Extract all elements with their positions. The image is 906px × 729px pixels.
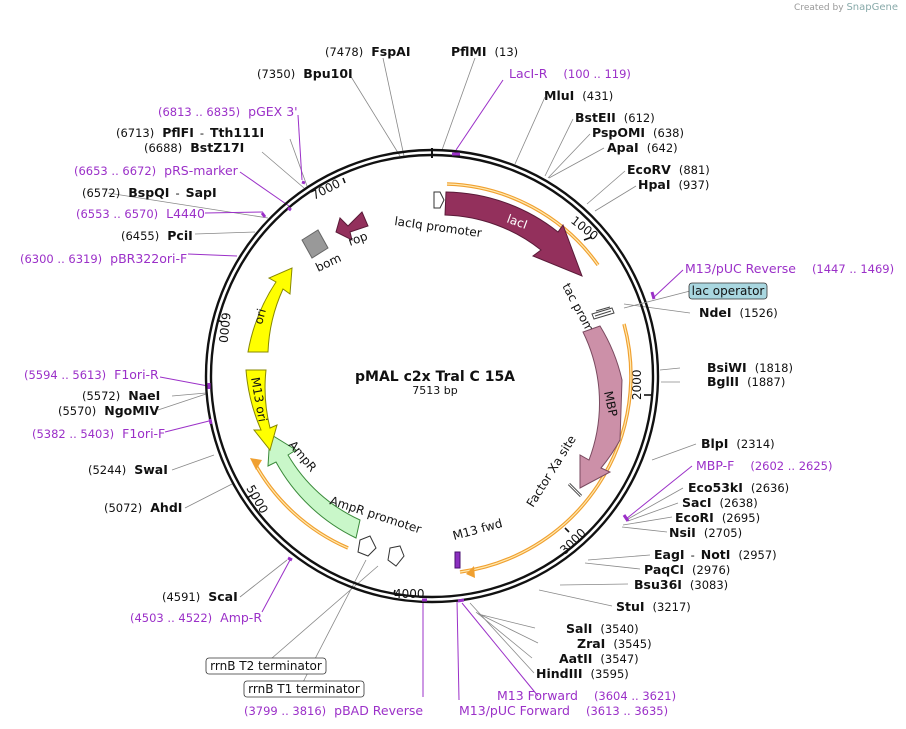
site-NsiI: NsiI(2705) [669,525,742,540]
ori-label: ori [251,307,269,326]
site-EcoRV: EcoRV(881) [627,162,710,177]
site-ApaI: ApaI(642) [607,140,678,155]
site-SalI: SalI(3540) [566,621,639,636]
primer-F1ori-F: (5382 .. 5403)F1ori-F [32,426,165,441]
site-EcoRI: EcoRI(2695) [675,510,760,525]
primer-LacI-R: LacI-R(100 .. 119) [509,66,631,81]
tac-promoter-mark [591,306,615,320]
site-BlpI: BlpI(2314) [701,436,775,451]
factor-xa-label: Factor Xa site [524,433,579,510]
primer-pBAD-Reverse: (3799 .. 3816)pBAD Reverse [244,703,423,718]
M13-ori-arrow [245,369,278,452]
site-StuI: StuI(3217) [616,599,691,614]
MBP-orf-arrowhead [466,566,475,578]
primer-F1ori-R: (5594 .. 5613)F1ori-R [24,367,159,382]
AmpR-promoter-2 [387,545,405,567]
rrnB-T2-label: rrnB T2 terminator [210,659,322,673]
tick-2000: 2000 [630,369,644,400]
site-NdeI: NdeI(1526) [699,305,778,320]
site-FspAI: (7478)FspAI [325,44,411,59]
M13-fwd-mark [454,551,461,569]
ori-arrow [247,267,293,353]
brand-credit: Created by SnapGene [794,2,898,13]
plasmid-size: 7513 bp [412,384,457,397]
site-BspQI: (6572)BspQI-SapI [82,185,217,200]
primer-M13-pUC-Forward: M13/pUC Forward(3613 .. 3635) [459,703,668,718]
site-AatII: AatII(3547) [559,651,639,666]
MBP-arrow [579,325,623,489]
scale-ticks [216,177,651,595]
lacIq-promoter-label: lacIq promoter [394,214,483,240]
leader-lines [107,57,697,689]
site-Eco53kI: Eco53kI(2636) [688,480,789,495]
lacIq-promoter [433,191,445,209]
tick-6000: 6000 [216,312,233,344]
rrnB-T1-box: rrnB T1 terminator [243,680,365,698]
MBP-label: MBP [601,390,620,418]
primer-M13-pUC-Reverse: M13/pUC Reverse(1447 .. 1469) [685,261,894,276]
AmpR-orf-arrowhead [250,458,262,470]
bom-box [301,229,329,259]
primer-marks [207,152,656,603]
lacI-arrow [444,191,583,277]
primer-pRS-marker: (6653 .. 6672)pRS-marker [74,163,239,178]
primer-MBP-F: MBP-F(2602 .. 2625) [696,458,832,473]
site-BstEII: BstEII(612) [575,110,655,125]
site-PflMI: PflMI(13) [451,44,518,59]
site-PciI: (6455)PciI [121,228,193,243]
rop-label: rop [346,229,369,249]
plasmid-name: pMAL c2x Tral C 15A [355,369,515,385]
site-PspOMI: PspOMI(638) [592,125,684,140]
site-HindIII: HindIII(3595) [536,666,629,681]
site-SacI: SacI(2638) [682,495,758,510]
primer-M13-Forward: M13 Forward(3604 .. 3621) [497,688,676,703]
primer-leader-lines [159,79,693,701]
tick-4000: 4000 [394,587,425,601]
lac-operator-box: lac operator [623,282,768,309]
rrnB-T2-box: rrnB T2 terminator [205,657,327,675]
site-ScaI: (4591)ScaI [162,589,238,604]
rrnB-T1-label: rrnB T1 terminator [248,682,360,696]
site-SwaI: (5244)SwaI [88,462,168,477]
site-MluI: MluI(431) [544,88,613,103]
primer-Amp-R: (4503 .. 4522)Amp-R [130,610,262,625]
site-HpaI: HpaI(937) [638,177,709,192]
lac-operator-label: lac operator [692,284,765,298]
site-NaeI: (5572)NaeI [82,388,160,403]
AmpR-arrow [267,433,361,539]
site-BsiWI: BsiWI(1818) [707,360,793,375]
lacI-orf-arc-inner [446,183,599,266]
primer-pBR322ori-F: (6300 .. 6319)pBR322ori-F [20,251,187,266]
M13-fwd-label: M13 fwd [451,516,504,543]
site-NgoMIV: (5570)NgoMIV [58,403,159,418]
lacI-label: lacI [505,212,529,232]
site-BstZ17I: (6688)BstZ17I [144,140,244,155]
rop-arrow [335,211,369,241]
site-PaqCI: PaqCI(2976) [644,562,730,577]
AmpR-orf-arc-inner [253,461,349,549]
AmpR-promoter [357,535,377,557]
site-EagI: EagI-NotI(2957) [654,547,777,562]
primer-L4440: (6553 .. 6570)L4440 [76,206,205,221]
primer-pGEX3: (6813 .. 6835)pGEX 3' [158,104,298,119]
site-Bpu10I: (7350)Bpu10I [257,66,353,81]
MBP-orf-arc-inner [459,323,632,573]
site-AhdI: (5072)AhdI [104,500,182,515]
site-Bsu36I: Bsu36I(3083) [634,577,728,592]
site-PflFI: (6713)PflFI-Tth111I [116,125,264,140]
site-BglII: BglII(1887) [707,374,785,389]
site-ZraI: ZraI(3545) [577,636,652,651]
tick-7000: 7000 [309,176,343,202]
snapgene-logo: SnapGene [846,2,898,13]
